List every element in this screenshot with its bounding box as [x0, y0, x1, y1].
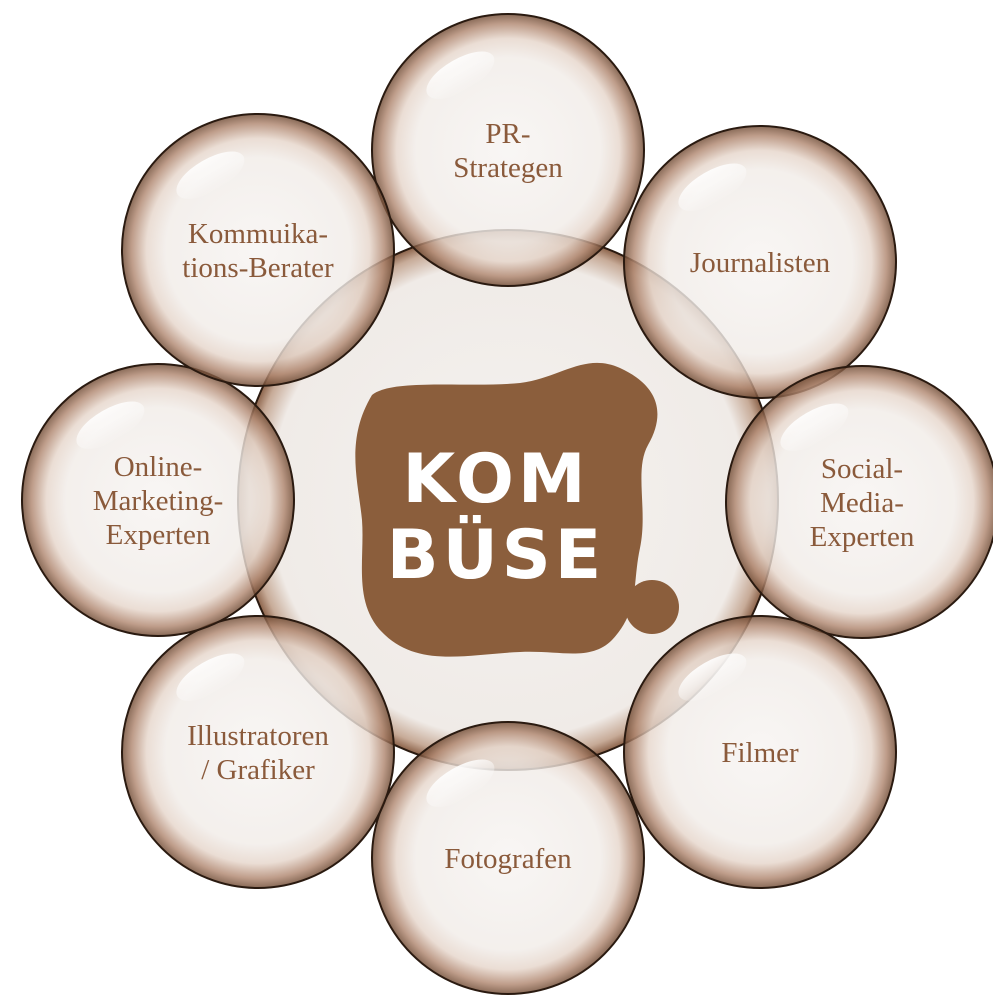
- logo-dot-shape: [625, 580, 679, 634]
- bubble-label-line: Social-: [821, 453, 903, 485]
- logo-blob-shape: [355, 362, 658, 657]
- bubble-circle: [371, 13, 645, 287]
- bubble-label-line: Filmer: [721, 737, 799, 769]
- kombuese-logo: KOM BÜSE: [355, 362, 679, 657]
- bubble-gloss-highlight: [678, 653, 747, 701]
- bubbles-group: PR-StrategenJournalistenSocial-Media-Exp…: [21, 13, 993, 995]
- bubble-gloss-highlight: [176, 653, 245, 701]
- bubble-journalisten: Journalisten: [623, 125, 897, 399]
- bubble-gloss-highlight: [426, 51, 495, 99]
- bubble-label-line: Illustratoren: [187, 720, 329, 752]
- bubble-kommunikations-berater: Kommuika-tions-Berater: [121, 113, 395, 387]
- bubble-label-line: Media-: [820, 487, 904, 519]
- logo-line-2: BÜSE: [387, 515, 605, 595]
- logo-line-1: KOM: [402, 440, 589, 519]
- bubble-gloss-highlight: [678, 163, 747, 211]
- bubble-label-line: Strategen: [453, 152, 563, 184]
- bubble-online-marketing-experten: Online-Marketing-Experten: [21, 363, 295, 637]
- bubble-fotografen: Fotografen: [371, 721, 645, 995]
- bubble-label-line: tions-Berater: [182, 252, 334, 284]
- bubble-label-line: Online-: [114, 451, 203, 483]
- bubble-label-line: PR-: [485, 118, 530, 150]
- bubble-circle: [121, 615, 395, 889]
- bubble-circle: [121, 113, 395, 387]
- bubble-social-media-experten: Social-Media-Experten: [725, 365, 993, 639]
- bubble-gloss-highlight: [76, 401, 145, 449]
- bubble-label-line: Marketing-: [93, 485, 223, 517]
- bubble-label-line: / Grafiker: [201, 754, 315, 786]
- bubble-filmer: Filmer: [623, 615, 897, 889]
- bubble-gloss-highlight: [426, 759, 495, 807]
- bubble-label-line: Kommuika-: [188, 218, 328, 250]
- bubble-illustratoren-grafiker: Illustratoren/ Grafiker: [121, 615, 395, 889]
- bubble-label-line: Journalisten: [690, 247, 831, 279]
- bubble-pr-strategen: PR-Strategen: [371, 13, 645, 287]
- bubble-gloss-highlight: [176, 151, 245, 199]
- bubble-gloss-highlight: [780, 403, 849, 451]
- bubble-label-line: Fotografen: [444, 843, 572, 875]
- bubble-label-line: Experten: [810, 521, 915, 553]
- bubble-label-line: Experten: [106, 519, 211, 551]
